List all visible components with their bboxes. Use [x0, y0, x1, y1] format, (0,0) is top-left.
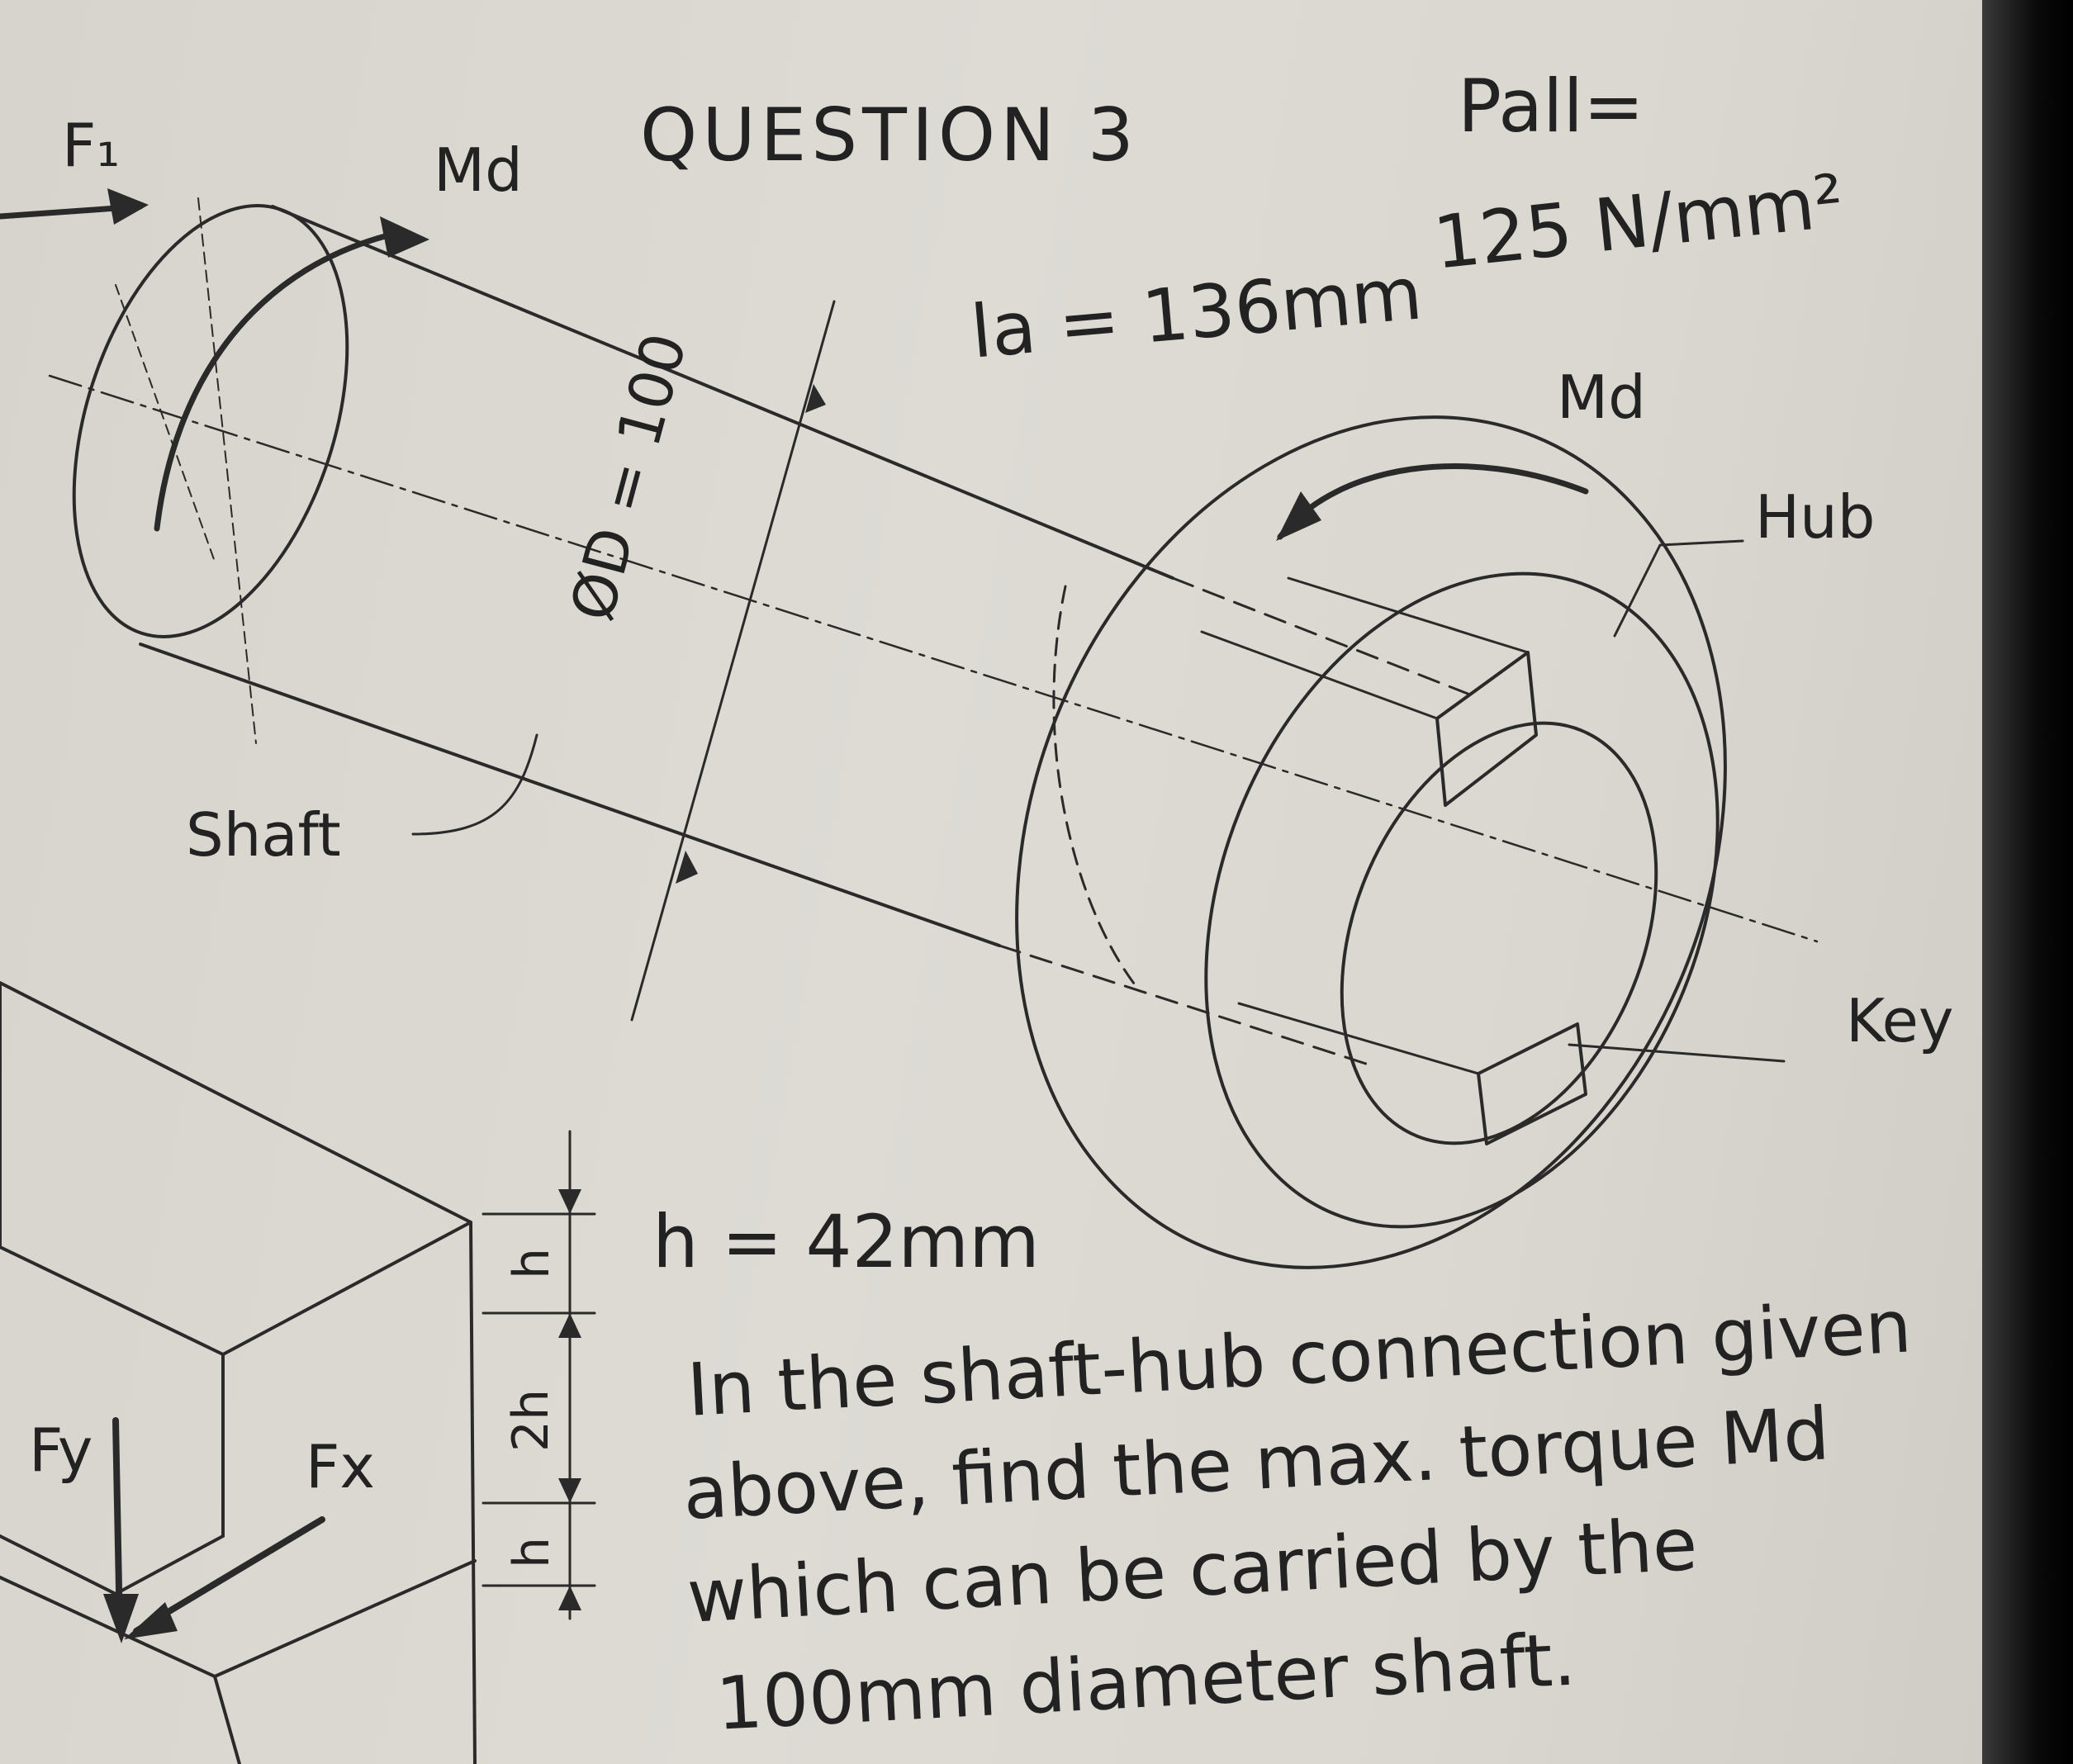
question-title: QUESTION 3 [640, 92, 1139, 178]
key-top [1435, 651, 1538, 807]
force-fx-label: Fx [306, 1432, 376, 1501]
block-top-face [0, 981, 472, 1356]
desk-edge [1982, 0, 2073, 1764]
shaft-in-hub [1340, 721, 1658, 1145]
shaft-end-face [72, 204, 349, 638]
key-label: Key [1846, 986, 1954, 1055]
hub-label: Hub [1755, 482, 1876, 552]
shaft-bottom-edge [139, 643, 1001, 947]
key-leader [1568, 1043, 1786, 1063]
torque-left-arrow [154, 232, 391, 532]
paper-background [0, 0, 1982, 1764]
torque-right-arrow [1277, 463, 1589, 540]
torque-left-label: Md [434, 135, 523, 205]
hub-bore-ring [1204, 571, 1720, 1229]
technical-sketch [0, 188, 1819, 1764]
diameter-dimension-line [630, 300, 836, 1022]
p-allowable-label: Pall= [1458, 64, 1644, 149]
shaft-label: Shaft [186, 800, 341, 870]
shaft-leader [411, 733, 538, 836]
force-f1-label: F₁ [62, 111, 121, 180]
key-bottom [1477, 1022, 1587, 1145]
dim-h-top-label: h [503, 1247, 562, 1280]
dim-h-bottom-label: h [503, 1536, 562, 1569]
hub-leader [1613, 539, 1744, 638]
hub-outer-face [1015, 415, 1727, 1269]
dim-2h-label: 2h [502, 1388, 561, 1453]
height-label: h = 42mm [652, 1199, 1040, 1284]
torque-right-label: Md [1557, 363, 1646, 432]
shaft-top-edge [271, 205, 1174, 580]
shaft-centerline [48, 374, 1819, 943]
force-fy-label: Fy [29, 1415, 93, 1485]
